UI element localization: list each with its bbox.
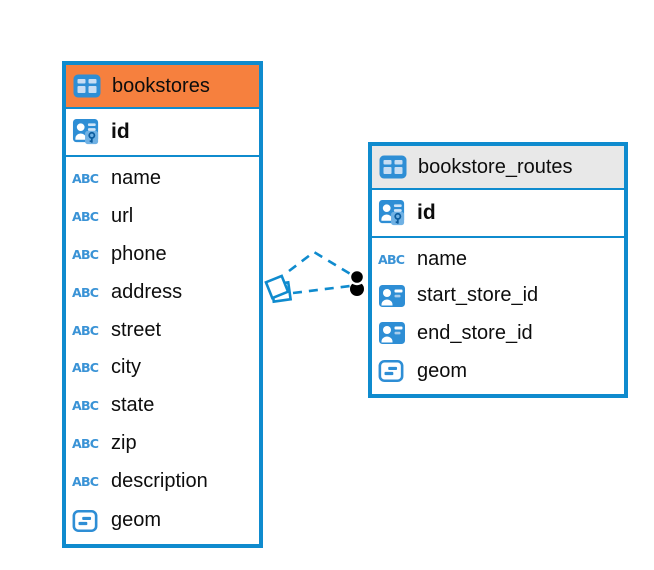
column-name: name — [111, 167, 162, 190]
geometry-column-icon — [72, 508, 104, 534]
text-column-icon — [72, 436, 104, 451]
entity-table-bookstore-routes[interactable]: bookstore_routes id name start_store_id … — [368, 142, 628, 398]
column-name: geom — [417, 359, 468, 382]
column-name: city — [111, 356, 141, 379]
text-column-icon — [72, 285, 104, 300]
column-row-name[interactable]: name — [66, 160, 259, 198]
column-list: name start_store_id end_store_id geom — [372, 238, 624, 394]
column-name: state — [111, 394, 155, 417]
text-column-icon — [72, 171, 104, 186]
primary-key-icon — [72, 118, 104, 147]
text-column-icon — [72, 360, 104, 375]
column-row-address[interactable]: address — [66, 273, 259, 311]
table-header-bookstore-routes[interactable]: bookstore_routes — [372, 146, 624, 190]
table-icon — [379, 155, 409, 179]
relationship-link[interactable] — [264, 250, 366, 304]
column-name: id — [417, 201, 436, 224]
column-name: geom — [111, 509, 162, 532]
primary-key-icon — [378, 199, 410, 228]
column-row-id[interactable]: id — [372, 190, 624, 238]
text-column-icon — [72, 323, 104, 338]
column-list: name url phone address street city — [66, 157, 259, 544]
column-row-geom[interactable]: geom — [66, 500, 259, 541]
text-column-icon — [72, 398, 104, 413]
text-column-icon — [72, 209, 104, 224]
table-icon — [73, 74, 103, 98]
column-row-phone[interactable]: phone — [66, 236, 259, 274]
column-row-url[interactable]: url — [66, 198, 259, 236]
relation-endpoint-dots[interactable] — [348, 268, 366, 296]
column-name: start_store_id — [417, 284, 539, 307]
foreign-key-column-icon — [378, 284, 410, 308]
column-name: url — [111, 205, 134, 228]
text-column-icon — [72, 247, 104, 262]
table-header-bookstores[interactable]: bookstores — [66, 65, 259, 109]
column-row-state[interactable]: state — [66, 387, 259, 425]
entity-table-bookstores[interactable]: bookstores id name url phone addre — [62, 61, 263, 548]
table-name: bookstore_routes — [418, 155, 573, 178]
relation-diamond-marker[interactable] — [264, 274, 293, 304]
relation-line-lower[interactable] — [292, 284, 351, 295]
column-name: address — [111, 280, 183, 303]
column-row-id[interactable]: id — [66, 109, 259, 157]
column-name: street — [111, 318, 162, 341]
column-name: name — [417, 247, 468, 270]
column-name: phone — [111, 242, 167, 265]
column-row-end-store-id[interactable]: end_store_id — [372, 315, 624, 352]
column-row-geom[interactable]: geom — [372, 352, 624, 391]
table-name: bookstores — [112, 74, 210, 97]
column-name: end_store_id — [417, 321, 533, 344]
column-row-start-store-id[interactable]: start_store_id — [372, 277, 624, 314]
column-row-name[interactable]: name — [372, 241, 624, 277]
column-name: zip — [111, 431, 137, 454]
column-row-street[interactable]: street — [66, 311, 259, 349]
column-row-zip[interactable]: zip — [66, 425, 259, 463]
column-row-description[interactable]: description — [66, 462, 259, 500]
column-name: id — [111, 120, 130, 143]
geometry-column-icon — [378, 358, 410, 384]
text-column-icon — [72, 474, 104, 489]
foreign-key-column-icon — [378, 321, 410, 345]
text-column-icon — [378, 252, 410, 267]
relation-line-upper[interactable] — [288, 250, 353, 277]
column-name: description — [111, 469, 208, 492]
column-row-city[interactable]: city — [66, 349, 259, 387]
